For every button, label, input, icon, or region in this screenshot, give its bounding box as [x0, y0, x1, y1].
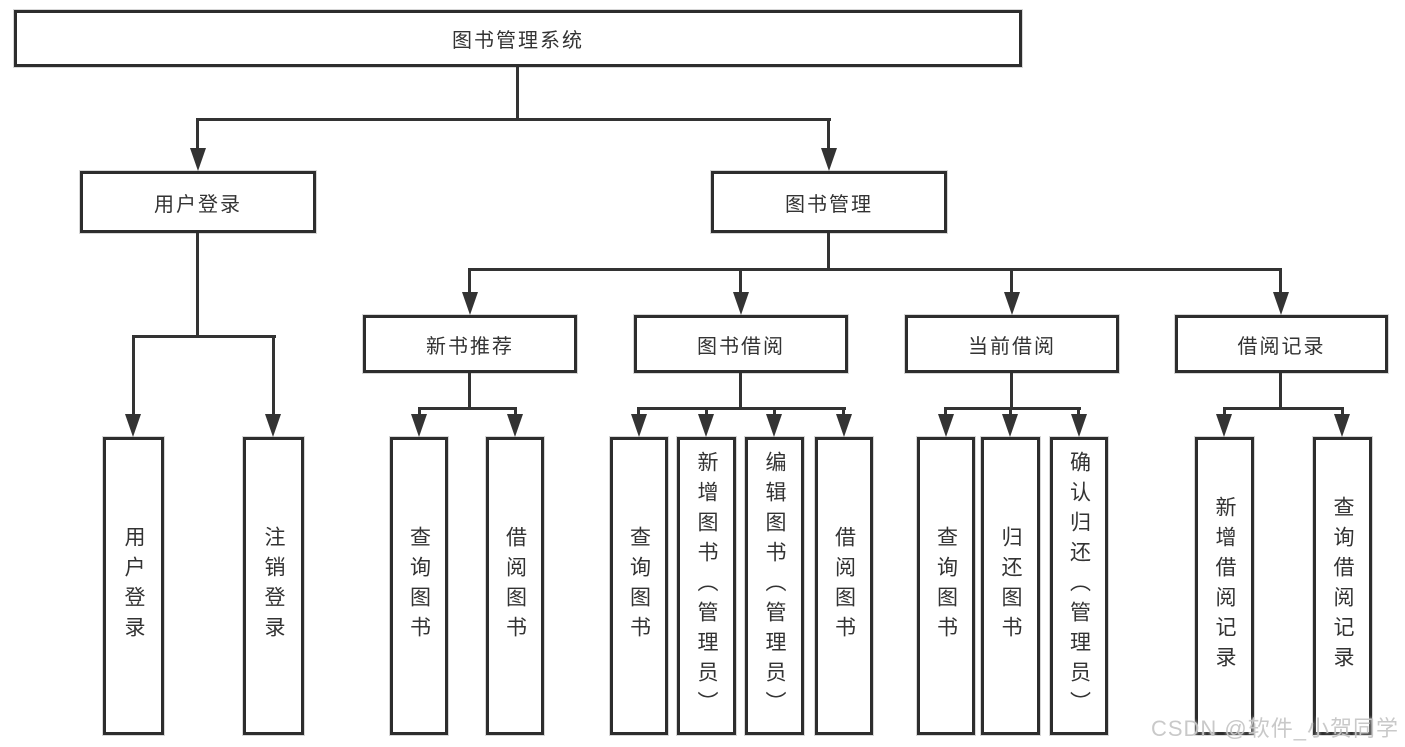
arrowhead-down-icon: [507, 414, 523, 437]
leaf-query-books-recommend: 查询图书: [390, 437, 448, 735]
leaf-user-login: 用户登录: [103, 437, 164, 735]
connector-line: [468, 373, 471, 408]
arrowhead-down-icon: [698, 414, 714, 437]
arrowhead-down-icon: [766, 414, 782, 437]
node-book-management: 图书管理: [711, 171, 947, 233]
connector-line: [468, 271, 471, 293]
connector-line: [196, 121, 199, 149]
leaf-return-books: 归还图书: [981, 437, 1040, 735]
watermark: CSDN @软件_小贺同学: [1150, 716, 1399, 741]
node-book-borrowing: 图书借阅: [634, 315, 848, 373]
leaf-edit-books-admin: 编辑图书（管理员）: [745, 437, 804, 735]
arrowhead-down-icon: [411, 414, 427, 437]
arrowhead-down-icon: [265, 414, 281, 437]
arrowhead-down-icon: [1273, 292, 1289, 315]
leaf-logout: 注销登录: [243, 437, 304, 735]
node-borrowing-records: 借阅记录: [1175, 315, 1388, 373]
connector-line: [739, 271, 742, 293]
leaf-query-books-current: 查询图书: [917, 437, 975, 735]
node-new-book-recommendation: 新书推荐: [363, 315, 577, 373]
connector-line: [1010, 271, 1013, 293]
connector-line: [1223, 407, 1344, 410]
leaf-query-borrow-record: 查询借阅记录: [1313, 437, 1372, 735]
node-root-library-management-system: 图书管理系统: [14, 10, 1022, 67]
arrowhead-down-icon: [1334, 414, 1350, 437]
arrowhead-down-icon: [190, 148, 206, 171]
arrowhead-down-icon: [821, 148, 837, 171]
connector-line: [827, 121, 830, 149]
connector-line: [516, 67, 519, 120]
connector-line: [1010, 373, 1013, 408]
arrowhead-down-icon: [1002, 414, 1018, 437]
arrowhead-down-icon: [733, 292, 749, 315]
arrowhead-down-icon: [1004, 292, 1020, 315]
leaf-borrow-books-recommend: 借阅图书: [486, 437, 544, 735]
connector-line: [1279, 373, 1282, 408]
connector-line: [637, 407, 846, 410]
arrowhead-down-icon: [631, 414, 647, 437]
connector-line: [196, 233, 199, 336]
node-user-login: 用户登录: [80, 171, 316, 233]
arrowhead-down-icon: [125, 414, 141, 437]
leaf-confirm-return-admin: 确认归还（管理员）: [1050, 437, 1108, 735]
leaf-borrow-books: 借阅图书: [815, 437, 873, 735]
connector-line: [1279, 271, 1282, 293]
leaf-add-books-admin: 新增图书（管理员）: [677, 437, 736, 735]
connector-line: [196, 118, 831, 121]
connector-line: [468, 268, 1282, 271]
arrowhead-down-icon: [836, 414, 852, 437]
leaf-query-books-borrowing: 查询图书: [610, 437, 668, 735]
arrowhead-down-icon: [938, 414, 954, 437]
connector-line: [827, 233, 830, 269]
connector-line: [418, 407, 517, 410]
arrowhead-down-icon: [1071, 414, 1087, 437]
leaf-add-borrow-record: 新增借阅记录: [1195, 437, 1254, 735]
connector-line: [944, 407, 1081, 410]
arrowhead-down-icon: [462, 292, 478, 315]
connector-line: [272, 338, 275, 416]
connector-line: [132, 335, 276, 338]
connector-line: [739, 373, 742, 408]
connector-line: [132, 338, 135, 416]
arrowhead-down-icon: [1216, 414, 1232, 437]
node-current-borrowing: 当前借阅: [905, 315, 1119, 373]
